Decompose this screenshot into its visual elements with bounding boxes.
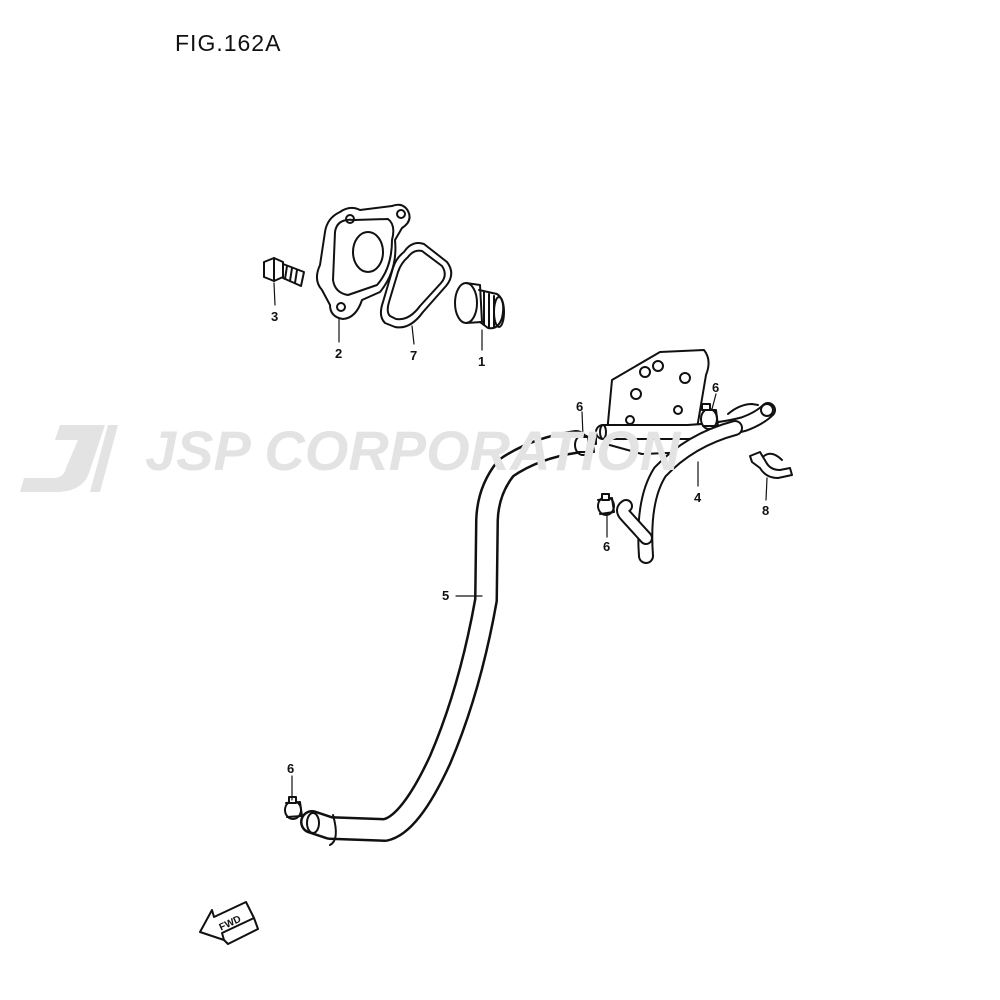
- callout-7: 7: [410, 348, 417, 363]
- hose-4: [595, 402, 776, 564]
- hose-5: [300, 430, 588, 846]
- fwd-arrow: FWD: [199, 901, 259, 945]
- leader-lines: [273, 282, 768, 801]
- clamp-6c: [597, 493, 615, 516]
- clamp-6d: [284, 796, 303, 820]
- callout-4: 4: [694, 490, 702, 505]
- clip-part: [749, 451, 793, 479]
- callout-6a: 6: [576, 399, 583, 414]
- bolt-part: [263, 257, 305, 287]
- watermark: JSP CORPORATION: [20, 419, 682, 492]
- clamp-6b: [700, 403, 719, 430]
- figure-title: FIG.162A: [175, 30, 282, 56]
- callouts: 3 2 7 1 6 6 4 8 6 5 6: [271, 309, 769, 776]
- callout-6d: 6: [287, 761, 294, 776]
- callout-5: 5: [442, 588, 449, 603]
- watermark-text: JSP CORPORATION: [145, 419, 682, 482]
- callout-3: 3: [271, 309, 278, 324]
- callout-2: 2: [335, 346, 342, 361]
- fitting-part: [454, 282, 505, 330]
- callout-6b: 6: [712, 380, 719, 395]
- callout-6c: 6: [603, 539, 610, 554]
- callout-1: 1: [478, 354, 485, 369]
- gasket-part: [379, 242, 453, 329]
- callout-8: 8: [762, 503, 769, 518]
- cover-part: [316, 203, 411, 320]
